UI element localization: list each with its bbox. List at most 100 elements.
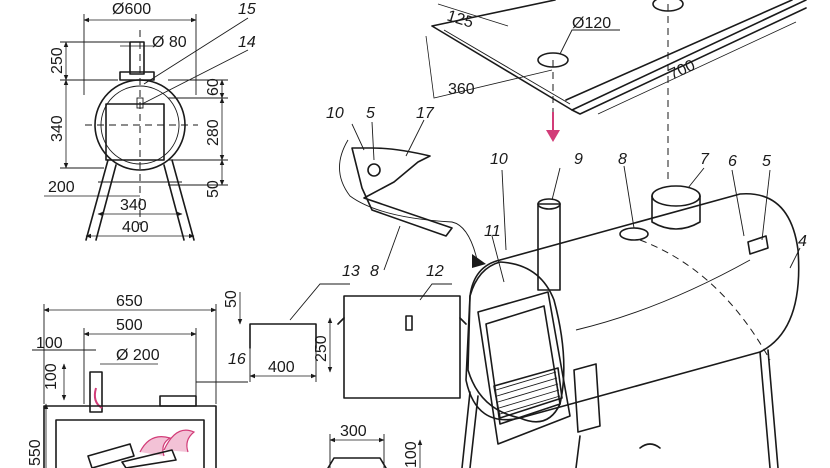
water-tank-12 [343, 295, 461, 399]
dim-ext-400b [249, 348, 317, 382]
side-firebox [55, 419, 205, 468]
front-leg-right [163, 159, 195, 241]
main-leg-rear-right [759, 349, 779, 468]
main-leg-front-right [575, 435, 581, 468]
dim-label-340-w: 340 [120, 197, 147, 214]
dim-label-300: 300 [340, 423, 367, 440]
grate-bars [495, 371, 561, 415]
main-ref-8: 8 [618, 151, 627, 168]
leader-13 [289, 283, 350, 321]
cover-edge-rail [565, 0, 807, 115]
hinge-detail: 10 5 17 8 [326, 105, 486, 280]
dim-ext-650 [43, 304, 217, 404]
dim-ext-500 [83, 328, 197, 404]
ref-label-14: 14 [238, 34, 256, 51]
ref-label-12: 12 [426, 263, 444, 280]
front-door [105, 103, 165, 161]
main-leader-7 [687, 167, 705, 189]
stove-main-view: 10 9 8 7 6 5 4 11 [461, 151, 807, 468]
flame-1 [139, 436, 172, 457]
stove-front-face [467, 261, 565, 423]
dim-line-125 [437, 3, 509, 27]
chimney-pipe-9 [537, 203, 561, 291]
tank-hooks [337, 317, 467, 325]
detail-leaders [351, 119, 425, 161]
barrel-seam [575, 259, 751, 331]
dim-label-50b: 50 [223, 290, 240, 308]
firebox-grate [493, 367, 563, 419]
fire-flames [139, 429, 196, 457]
leader-12 [419, 283, 452, 301]
firebox-frame [477, 291, 571, 445]
front-leg-left [85, 159, 117, 241]
detail-ref-5: 5 [366, 105, 375, 122]
dim-label-280: 280 [205, 119, 222, 146]
main-ref-5: 5 [762, 153, 771, 170]
dim-label-600: Ø600 [112, 1, 151, 18]
leader-14 [141, 49, 249, 105]
main-ref-11: 11 [484, 223, 501, 240]
log-1 [87, 443, 135, 468]
bracket-outline [249, 323, 317, 349]
grate-frame [493, 367, 563, 419]
dim-label-125: 125 [445, 8, 476, 32]
dim-label-200s: Ø 200 [116, 347, 160, 364]
bracket-part-13: 50 400 250 13 12 [223, 263, 467, 399]
collar-7 [651, 195, 701, 230]
leader-15 [143, 17, 249, 85]
hinge-pin [367, 163, 381, 177]
dim-label-200: 200 [48, 179, 75, 196]
ref-label-13: 13 [342, 263, 360, 280]
dim-ext-250 [60, 41, 130, 81]
main-foot [639, 443, 661, 449]
lid-edge-hidden [639, 239, 771, 361]
dim-label-250b: 250 [313, 335, 330, 362]
dim-line-700 [597, 21, 797, 115]
dim-ext-right [168, 79, 228, 186]
main-ref-4: 4 [798, 233, 807, 250]
main-leader-5 [761, 169, 771, 241]
main-leader-4 [789, 247, 801, 269]
dim-ext-600 [83, 14, 197, 95]
detail-callout-arrow [472, 254, 486, 268]
dim-label-50: 50 [205, 180, 222, 198]
main-leader-9 [551, 167, 561, 201]
ref-label-15: 15 [238, 1, 256, 18]
chimney-pipe-top [537, 198, 561, 210]
dim-label-340: 340 [49, 115, 66, 142]
detail-callout-curve [339, 139, 479, 265]
tank-tap [405, 315, 413, 331]
chimney-pipe [129, 41, 145, 75]
ash-door [573, 363, 601, 433]
side-chimney-9 [89, 371, 103, 413]
top-cover-plate: 125 Ø120 360 700 [425, 0, 807, 180]
dim-label-60: 60 [205, 78, 222, 96]
firewood-logs [87, 443, 177, 468]
dim-label-250: 250 [49, 47, 66, 74]
flue-gas-arrow [93, 387, 103, 409]
detail-ref-8: 8 [370, 263, 379, 280]
dim-label-100c: 100 [403, 441, 420, 468]
cover-edge-inner [443, 29, 571, 105]
main-ref-7: 7 [700, 151, 710, 168]
dim-label-400b: 400 [268, 359, 295, 376]
chimney-collar [119, 71, 155, 81]
flame-2 [163, 429, 196, 453]
main-ref-6: 6 [728, 153, 737, 170]
small-part: 300 100 [327, 423, 423, 468]
main-leader-8 [623, 165, 635, 229]
main-leader-6 [731, 169, 745, 237]
log-2 [121, 449, 177, 468]
main-leader-11 [491, 235, 505, 283]
detail-ref-17: 17 [416, 105, 435, 122]
main-leader-10 [501, 169, 507, 251]
side-collar [159, 395, 197, 407]
assembly-arrow-head [546, 130, 560, 142]
main-leg-front-left [461, 391, 479, 468]
cover-outline [431, 0, 807, 111]
detail-ref-10: 10 [326, 105, 344, 122]
front-view: Ø600 Ø 80 15 14 250 340 60 280 50 200 34… [44, 1, 256, 241]
dim-label-550: 550 [27, 439, 44, 466]
dim-label-100a: 100 [36, 335, 63, 352]
